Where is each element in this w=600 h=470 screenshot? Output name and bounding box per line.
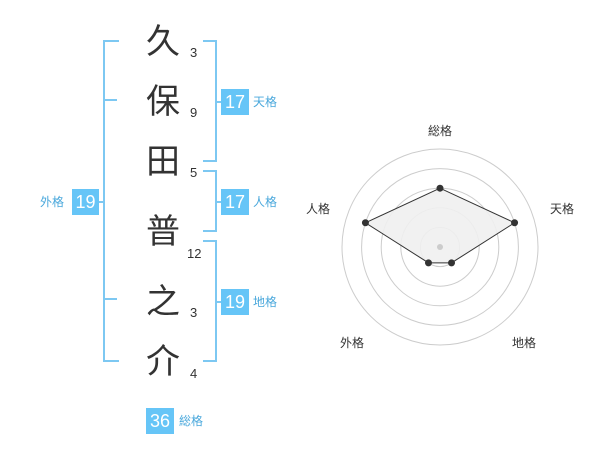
radar-ring — [341, 148, 539, 346]
stroke-count-3: 5 — [190, 165, 198, 180]
chikaku-label: 地格 — [253, 295, 278, 309]
name-char-5: 之 — [146, 282, 180, 322]
radar-label-soukaku: 総格 — [427, 124, 452, 138]
name-char-4: 普 — [146, 212, 180, 252]
radar-series-polygon — [364, 187, 516, 264]
gaikaku-bracket — [103, 40, 119, 362]
stroke-count-6: 4 — [190, 366, 198, 381]
radar-label-gaikaku: 外格 — [339, 336, 364, 350]
radar-label-jinkaku: 人格 — [305, 202, 330, 216]
chikaku-value: 19 — [221, 289, 249, 315]
chikaku-connector — [215, 301, 221, 303]
radar-point-4 — [424, 259, 432, 267]
name-char-3: 田 — [146, 142, 180, 182]
stroke-count-2: 9 — [190, 105, 198, 120]
radar-point-5 — [361, 219, 369, 227]
gaikaku-label: 外格 — [40, 195, 65, 209]
tenkaku-label: 天格 — [253, 95, 278, 109]
name-char-2: 保 — [146, 82, 180, 122]
radar-ring — [380, 187, 500, 307]
gaikaku-bracket-tick — [103, 99, 117, 101]
stroke-count-1: 3 — [190, 45, 198, 60]
gaikaku-value: 19 — [72, 189, 99, 215]
radar-point-3 — [448, 259, 456, 267]
tenkaku-value: 17 — [221, 89, 249, 115]
radar-point-2 — [511, 219, 519, 227]
radar-ring — [419, 226, 461, 268]
radar-ring — [361, 168, 519, 326]
radar-label-tenkaku: 天格 — [549, 202, 574, 216]
soukaku-label: 総格 — [179, 414, 204, 428]
name-char-1: 久 — [146, 22, 180, 62]
jinkaku-value: 17 — [221, 189, 249, 215]
radar-label-chikaku: 地格 — [511, 336, 536, 350]
radar-point-1 — [436, 184, 444, 192]
gaikaku-connector — [98, 201, 104, 203]
radar-center-dot — [437, 244, 443, 250]
radar-ring — [400, 207, 480, 287]
jinkaku-label: 人格 — [253, 195, 278, 209]
tenkaku-connector — [215, 101, 221, 103]
name-char-6: 介 — [146, 342, 180, 382]
soukaku-value: 36 — [146, 408, 174, 434]
jinkaku-connector — [215, 201, 221, 203]
stroke-count-4: 12 — [187, 246, 202, 261]
stroke-count-5: 3 — [190, 305, 198, 320]
gaikaku-bracket-tick-2 — [103, 298, 117, 300]
